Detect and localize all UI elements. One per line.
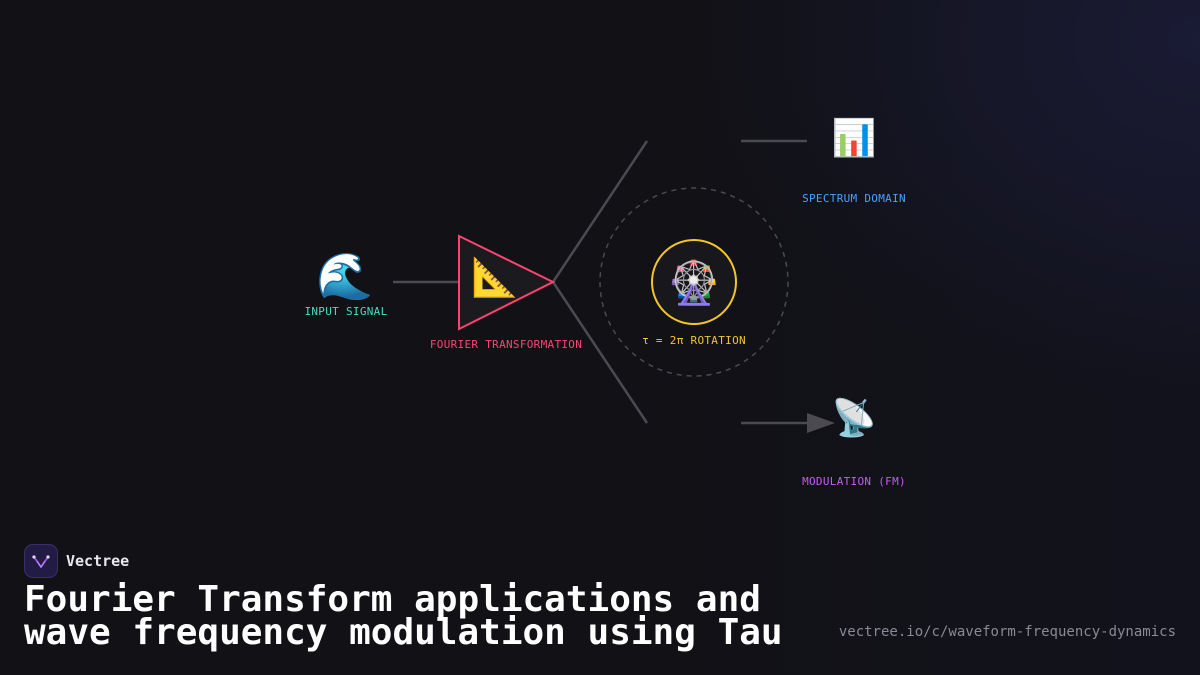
page-title-line-2: wave frequency modulation using Tau: [24, 612, 783, 653]
edge-fourier-to-branch-bottom: [551, 281, 649, 424]
page-title-line-1: Fourier Transform applications and: [24, 579, 761, 620]
node-modulation-fm: 📡 MODULATION (FM): [802, 395, 906, 488]
input-signal-label: INPUT SIGNAL: [304, 305, 387, 318]
node-spectrum-domain: 📊 SPECTRUM DOMAIN: [802, 117, 906, 205]
node-fourier-transformation: 📐 FOURIER TRANSFORMATION: [430, 234, 582, 351]
spectrum-domain-label: SPECTRUM DOMAIN: [802, 192, 906, 205]
tau-rotation-label: τ = 2π ROTATION: [642, 334, 746, 347]
tau-circle: [651, 239, 737, 325]
tau-orbit-ring: [599, 187, 789, 377]
arrowhead-to-modulation: [807, 413, 835, 433]
fourier-triangle-shape: [458, 234, 556, 331]
node-input-signal: 🌊 INPUT SIGNAL: [304, 249, 387, 318]
node-tau-rotation: 🎡 τ = 2π ROTATION: [642, 239, 746, 347]
page-title: Fourier Transform applications and wave …: [24, 579, 824, 653]
vectree-logo-icon: [24, 544, 58, 578]
source-url: vectree.io/c/waveform-frequency-dynamics: [838, 624, 1176, 640]
wave-icon: 🌊: [316, 249, 373, 303]
edge-fourier-to-branch-top: [551, 140, 649, 283]
bar-chart-icon: 📊: [832, 117, 877, 159]
modulation-fm-label: MODULATION (FM): [802, 475, 906, 488]
brand: Vectree: [24, 544, 129, 578]
triangular-ruler-icon: 📐: [471, 255, 518, 299]
ferris-wheel-icon: 🎡: [668, 258, 720, 307]
fourier-transformation-label: FOURIER TRANSFORMATION: [430, 338, 582, 351]
brand-name: Vectree: [66, 552, 130, 570]
satellite-antenna-icon: 📡: [832, 395, 877, 439]
